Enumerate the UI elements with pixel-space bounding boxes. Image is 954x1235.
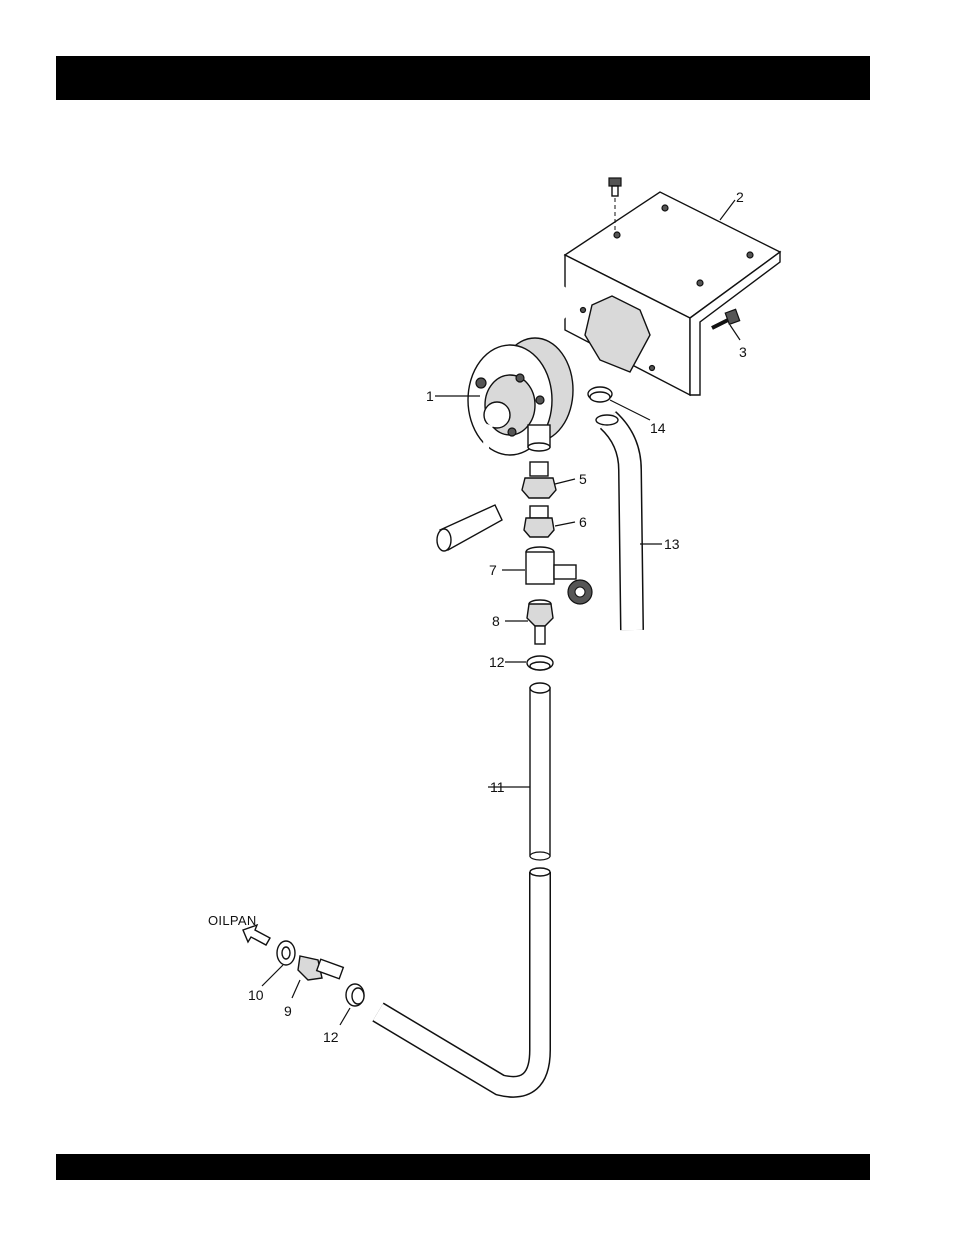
return-hose xyxy=(596,415,632,630)
callout-12-lower: 12 xyxy=(323,1029,339,1045)
callout-14: 14 xyxy=(650,420,666,436)
hose-clamp-12-upper xyxy=(527,656,553,670)
washer-10 xyxy=(277,941,295,965)
suction-hose-upper xyxy=(530,683,550,860)
oilpan-arrow-icon xyxy=(243,925,270,945)
callout-11: 11 xyxy=(490,779,505,795)
callout-8: 8 xyxy=(492,613,500,629)
oilpan-fitting-9 xyxy=(298,956,343,980)
callout-1: 1 xyxy=(426,388,434,404)
oilpan-label: OILPAN xyxy=(208,913,257,928)
callout-9: 9 xyxy=(284,1003,292,1019)
fitting-5 xyxy=(522,462,556,498)
fitting-6 xyxy=(524,506,554,537)
callout-12-upper: 12 xyxy=(489,654,505,670)
suction-hose-lower xyxy=(378,868,550,1087)
drain-valve xyxy=(526,547,592,604)
bracket-screw xyxy=(712,309,740,328)
callout-3: 3 xyxy=(739,344,747,360)
callout-7: 7 xyxy=(489,562,497,578)
callout-13: 13 xyxy=(664,536,680,552)
hose-clamp-14 xyxy=(588,387,612,402)
callout-6: 6 xyxy=(579,514,587,530)
callout-10: 10 xyxy=(248,987,264,1003)
callout-5: 5 xyxy=(579,471,587,487)
hand-pump xyxy=(468,338,573,455)
hose-barb-8 xyxy=(527,600,553,644)
callout-2: 2 xyxy=(736,189,744,205)
mounting-bracket xyxy=(565,192,780,395)
hose-clamp-12-lower xyxy=(346,984,364,1006)
